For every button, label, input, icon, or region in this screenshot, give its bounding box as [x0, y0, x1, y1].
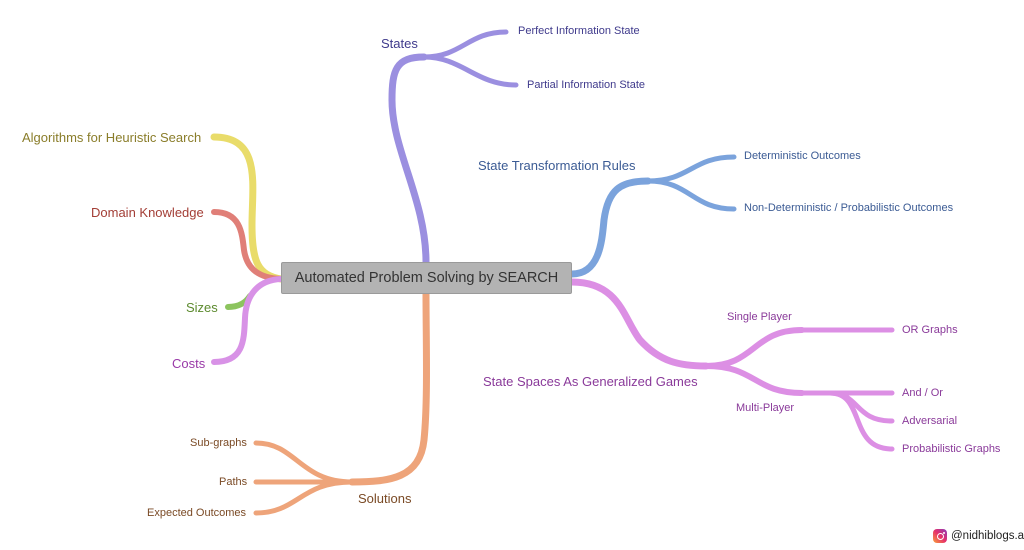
label-adversarial: Adversarial	[902, 415, 958, 427]
label-solutions: Solutions	[358, 491, 412, 506]
connector-states-partial	[421, 54, 519, 88]
connector-solutions-expected	[253, 479, 355, 516]
instagram-icon	[933, 529, 947, 543]
label-or-graphs: OR Graphs	[902, 324, 958, 336]
label-paths: Paths	[219, 476, 248, 488]
label-domain-knowledge: Domain Knowledge	[91, 205, 204, 220]
connector-states-perfect	[421, 29, 509, 60]
label-perfect-information-state: Perfect Information State	[518, 25, 640, 37]
connector-costs	[211, 276, 284, 365]
connector-solutions	[348, 290, 430, 486]
label-and-or: And / Or	[902, 387, 943, 399]
connector-states	[388, 53, 430, 266]
label-states: States	[381, 36, 418, 51]
label-probabilistic-graphs: Probabilistic Graphs	[902, 443, 1001, 455]
connector-games-multi	[703, 363, 805, 396]
label-multi-player: Multi-Player	[736, 402, 795, 414]
connector-games-probabilistic	[827, 390, 895, 452]
connector-rules	[568, 177, 652, 278]
connector-games	[568, 278, 710, 370]
label-heuristic-search: Algorithms for Heuristic Search	[22, 130, 202, 145]
label-sizes: Sizes	[186, 300, 218, 315]
connector-rules-nondeterministic	[645, 178, 737, 212]
label-partial-information-state: Partial Information State	[527, 79, 646, 91]
label-single-player: Single Player	[727, 311, 792, 323]
label-nondeterministic-outcomes: Non-Deterministic / Probabilistic Outcom…	[744, 202, 954, 214]
watermark[interactable]: @nidhiblogs.ai	[933, 527, 1024, 545]
connector-rules-deterministic	[645, 154, 737, 184]
watermark-handle: @nidhiblogs.ai	[951, 530, 1024, 542]
label-deterministic-outcomes: Deterministic Outcomes	[744, 150, 861, 162]
label-state-spaces-games: State Spaces As Generalized Games	[483, 374, 698, 389]
connector-games-single	[703, 327, 805, 369]
connector-domain	[211, 209, 284, 282]
label-expected-outcomes: Expected Outcomes	[147, 507, 247, 519]
center-node[interactable]: Automated Problem Solving by SEARCH	[281, 262, 572, 294]
label-sub-graphs: Sub-graphs	[190, 437, 247, 449]
label-state-transformation-rules: State Transformation Rules	[478, 158, 636, 173]
connector-heuristic	[210, 133, 285, 283]
label-costs: Costs	[172, 356, 206, 371]
connector-solutions-subgraphs	[253, 440, 355, 485]
